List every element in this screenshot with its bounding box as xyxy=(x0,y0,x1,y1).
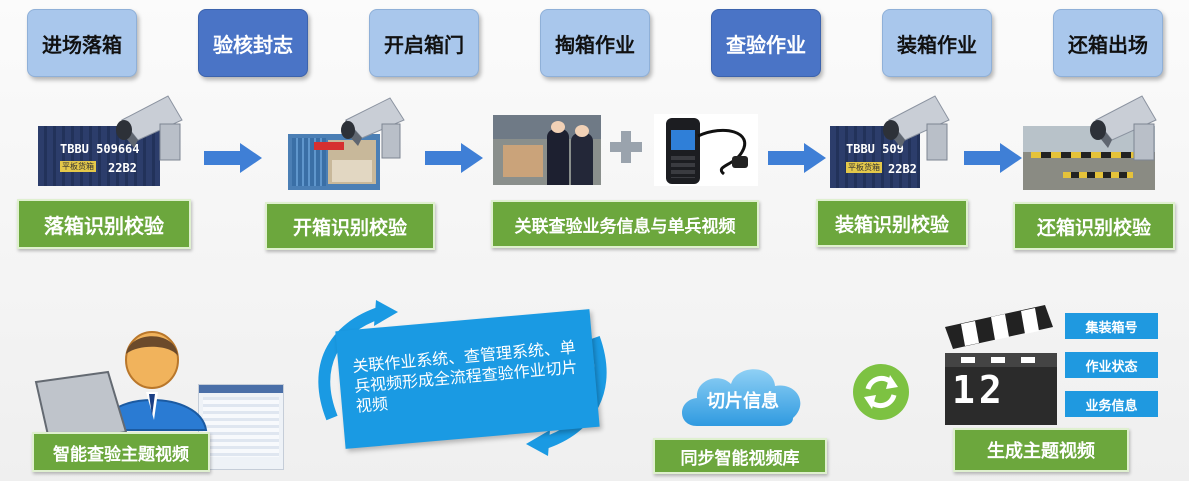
cctv-camera-icon xyxy=(341,97,405,159)
cloud-label: 切片信息 xyxy=(707,391,779,412)
arrow-right-icon xyxy=(964,143,1022,173)
cctv-camera-icon xyxy=(1090,95,1157,161)
step-verify-seal: 验核封志 xyxy=(198,9,308,77)
check-drop-label: 落箱识别校验 xyxy=(17,199,191,249)
step-open-door: 开启箱门 xyxy=(369,9,479,77)
container-photo-load: TBBU 509 平板货箱 22B2 xyxy=(830,126,920,188)
flow-description-card: 关联作业系统、查管理系统、单兵视频形成全流程查验作业切片视频 xyxy=(335,309,600,449)
topic-video-label: 智能查验主题视频 xyxy=(32,432,210,472)
arrow-right-icon xyxy=(204,143,262,173)
step-inspect: 查验作业 xyxy=(711,9,821,77)
plus-icon xyxy=(610,131,642,163)
container-photo-open xyxy=(288,134,380,190)
step-unload: 掏箱作业 xyxy=(540,9,650,77)
cctv-camera-icon xyxy=(116,95,183,161)
container-type: 22B2 xyxy=(888,162,917,176)
container-number: 509664 xyxy=(96,142,140,156)
inspectors-photo xyxy=(493,115,601,185)
check-link-label: 关联查验业务信息与单兵视频 xyxy=(491,200,759,248)
gate-photo xyxy=(1023,126,1155,190)
check-load-label: 装箱识别校验 xyxy=(816,199,968,247)
refresh-icon xyxy=(853,364,909,420)
clapper-number: 12 xyxy=(952,368,1006,412)
arrow-right-icon xyxy=(425,143,483,173)
arrow-right-icon xyxy=(768,143,826,173)
flow-description-text: 关联作业系统、查管理系统、单兵视频形成全流程查验作业切片视频 xyxy=(351,337,579,416)
container-tag: 平板货箱 xyxy=(60,161,96,172)
container-tag: 平板货箱 xyxy=(846,162,882,173)
generate-video-label: 生成主题视频 xyxy=(953,428,1129,472)
cctv-camera-icon xyxy=(883,95,950,161)
clapperboard-icon xyxy=(945,305,1057,425)
system-screenshot xyxy=(198,384,284,470)
sync-db-label: 同步智能视频库 xyxy=(653,438,827,474)
step-enter-drop: 进场落箱 xyxy=(27,9,137,77)
step-load: 装箱作业 xyxy=(882,9,992,77)
container-number: 509 xyxy=(882,142,904,156)
container-code: TBBU xyxy=(846,142,875,156)
tag-business-info: 业务信息 xyxy=(1065,391,1158,417)
container-code: TBBU xyxy=(60,142,89,156)
step-return: 还箱出场 xyxy=(1053,9,1163,77)
tag-container-number: 集装箱号 xyxy=(1065,313,1158,339)
check-open-label: 开箱识别校验 xyxy=(265,202,435,250)
tag-work-status: 作业状态 xyxy=(1065,352,1158,378)
check-return-label: 还箱识别校验 xyxy=(1013,202,1175,250)
container-type: 22B2 xyxy=(108,161,137,175)
cloud-icon xyxy=(682,369,801,426)
body-camera-device xyxy=(654,114,758,186)
